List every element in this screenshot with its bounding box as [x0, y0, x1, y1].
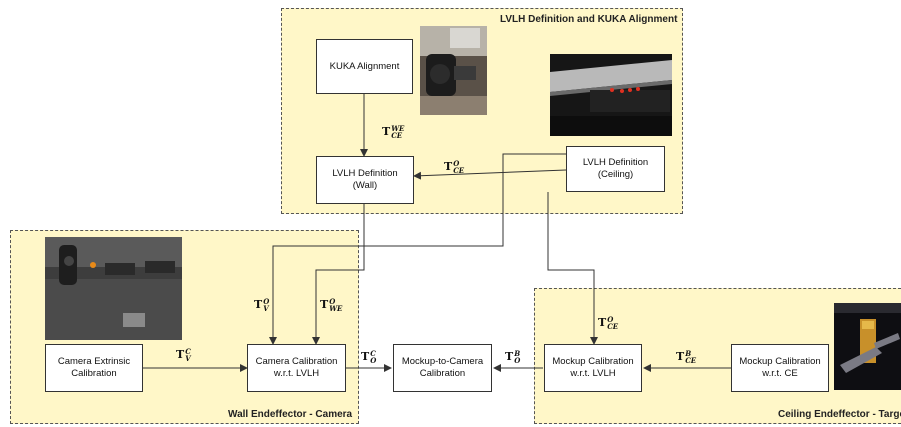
- node-camera-calibration-label: Camera Calibration w.r.t. LVLH: [255, 356, 338, 379]
- node-mockup-ce-label: Mockup Calibration w.r.t. CE: [739, 356, 821, 379]
- mockup-target-photo: [834, 303, 901, 390]
- node-mockup-to-camera: Mockup-to-Camera Calibration: [393, 344, 492, 392]
- label-t-v-c-sup: C: [185, 347, 191, 356]
- edge-wall-to-camera-cal: [312, 204, 365, 345]
- label-t-we-o-sub: WE: [329, 304, 343, 313]
- label-t-ce-we-sub: CE: [391, 131, 403, 140]
- node-lvlh-ceiling: LVLH Definition (Ceiling): [566, 146, 665, 192]
- label-t-ce-we-sup: WE: [391, 124, 405, 133]
- lvlh-ceiling-photo: [550, 54, 672, 136]
- label-t-v-c-base: T: [176, 348, 185, 361]
- label-t-v-o-base: T: [254, 298, 263, 311]
- label-t-v-c-sub: V: [185, 354, 191, 363]
- node-kuka-alignment-label: KUKA Alignment: [329, 60, 400, 72]
- label-t-o-b-sub: O: [514, 356, 521, 365]
- node-camera-calibration: Camera Calibration w.r.t. LVLH: [247, 344, 346, 392]
- node-mockup-lvlh-label: Mockup Calibration w.r.t. LVLH: [552, 356, 634, 379]
- node-mockup-to-camera-label: Mockup-to-Camera Calibration: [401, 356, 484, 379]
- edge-ceiling-to-camera-cal: [269, 153, 566, 345]
- label-t-v-o-sub: V: [263, 304, 269, 313]
- label-t-o-c-base: T: [361, 350, 370, 363]
- region-lvlh-kuka-title: LVLH Definition and KUKA Alignment: [500, 14, 678, 25]
- label-t-o-b-sup: B: [514, 349, 521, 358]
- kuka-robot-photo: [420, 26, 487, 115]
- region-ceiling-endeffector-title: Ceiling Endeffector - Targe: [778, 409, 901, 420]
- label-t-we-o-base: T: [320, 298, 329, 311]
- label-t-v-o-sup: O: [263, 297, 270, 306]
- label-t-o-b-base: T: [505, 350, 514, 363]
- label-t-o-c-sub: O: [370, 356, 377, 365]
- label-t-ce-b-sub: CE: [685, 356, 697, 365]
- label-t-we-o-sup: O: [329, 297, 336, 306]
- node-mockup-lvlh: Mockup Calibration w.r.t. LVLH: [544, 344, 642, 392]
- label-t-ce-b-sup: B: [685, 349, 692, 358]
- label-t-ce-o-right-sup: O: [607, 315, 614, 324]
- label-t-ce-o-right-base: T: [598, 316, 607, 329]
- node-mockup-ce: Mockup Calibration w.r.t. CE: [731, 344, 829, 392]
- label-t-ce-we-base: T: [382, 125, 391, 138]
- edge-ceiling-to-wall: [413, 169, 567, 180]
- wall-camera-photo: [45, 237, 182, 340]
- label-t-ce-o-right-sub: CE: [607, 322, 619, 331]
- label-t-o-c-sup: C: [370, 349, 376, 358]
- node-camera-extrinsic-label: Camera Extrinsic Calibration: [57, 356, 131, 379]
- lvlh-ceiling-photo-graphic: [550, 54, 672, 136]
- label-t-ce-o-top-base: T: [444, 160, 453, 173]
- node-lvlh-wall: LVLH Definition (Wall): [316, 156, 414, 204]
- kuka-robot-photo-graphic: [420, 26, 487, 115]
- label-t-ce-o-top-sub: CE: [453, 166, 465, 175]
- node-lvlh-wall-label: LVLH Definition (Wall): [332, 168, 398, 191]
- node-lvlh-ceiling-label: LVLH Definition (Ceiling): [582, 157, 649, 180]
- node-camera-extrinsic: Camera Extrinsic Calibration: [45, 344, 143, 392]
- mockup-target-photo-graphic: [834, 303, 901, 390]
- region-wall-endeffector-title: Wall Endeffector - Camera: [228, 409, 353, 420]
- label-t-ce-b-base: T: [676, 350, 685, 363]
- wall-camera-photo-graphic: [45, 237, 182, 340]
- node-kuka-alignment: KUKA Alignment: [316, 39, 413, 94]
- edge-ceiling-to-mockup-lvlh: [547, 192, 598, 345]
- label-t-ce-o-top-sup: O: [453, 159, 460, 168]
